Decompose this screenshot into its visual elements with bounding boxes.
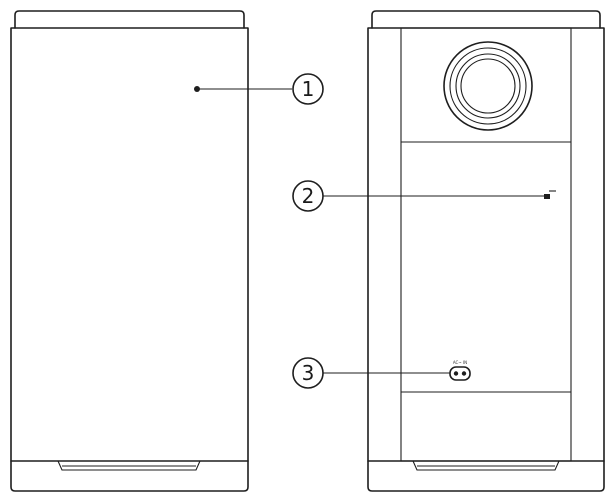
woofer-icon	[443, 41, 533, 131]
front-base	[10, 460, 249, 492]
callout-1: 1	[197, 73, 324, 105]
ac-socket-pin-right	[461, 371, 467, 376]
woofer-inner-ring	[455, 53, 521, 119]
ac-socket-icon: AC~ IN	[449, 360, 471, 381]
callout-2-circle	[292, 180, 324, 212]
rear-top-cap	[371, 10, 601, 29]
front-base-foot	[57, 460, 201, 471]
callout-3: 3	[292, 357, 450, 389]
callout-2-number: 2	[302, 184, 315, 208]
led-indicator-icon	[544, 190, 556, 199]
woofer-outer-ring	[443, 41, 533, 131]
woofer-middle-ring	[449, 47, 527, 125]
ac-socket-pin-left	[453, 371, 459, 376]
ac-socket-body	[449, 366, 471, 381]
rear-view: AC~ IN	[367, 10, 605, 492]
ac-socket-label: AC~ IN	[453, 360, 467, 365]
callout-2: 2	[292, 180, 545, 212]
front-top-cap	[14, 10, 245, 29]
woofer-core	[460, 58, 516, 114]
callout-3-circle	[292, 357, 324, 389]
callout-3-number: 3	[302, 361, 315, 385]
rear-base-foot	[412, 460, 560, 471]
rear-inner-panel	[400, 27, 572, 462]
front-panel-body	[10, 27, 249, 462]
callout-1-circle	[292, 73, 324, 105]
rear-body	[367, 27, 605, 462]
callout-1-number: 1	[302, 77, 315, 101]
front-view	[10, 10, 249, 492]
led-indicator-body	[544, 194, 550, 199]
rear-base	[367, 460, 605, 492]
